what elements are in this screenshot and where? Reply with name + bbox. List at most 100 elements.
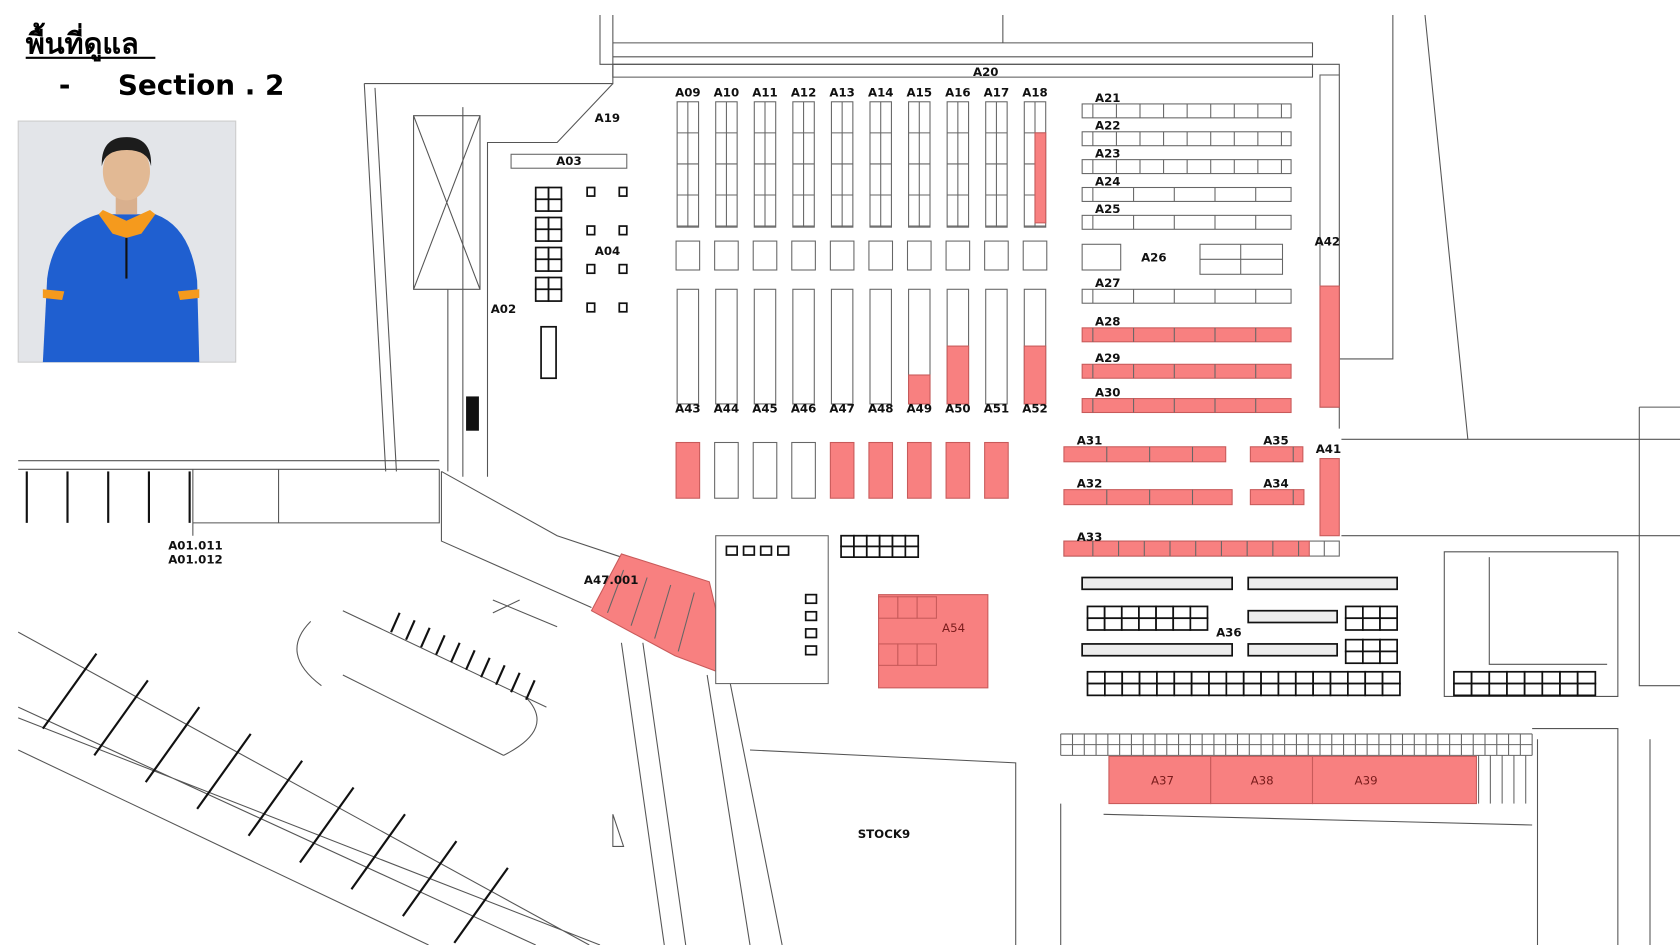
zone-label-a16: A16 [945, 85, 970, 99]
zone-label-a38: A38 [1251, 773, 1274, 787]
bike-stripe [450, 642, 461, 663]
a04-shelf [547, 198, 563, 212]
a36-shelf [1559, 682, 1579, 697]
zone-label-a01-011: A01.011 [168, 539, 223, 553]
aisle-end-box [714, 240, 739, 271]
rack-a27 [1081, 288, 1292, 304]
zone-label-a27: A27 [1095, 276, 1120, 290]
a36-shelf [1208, 670, 1228, 685]
a36-shelf [1225, 682, 1245, 697]
zone-label-a33: A33 [1077, 530, 1102, 544]
a54-cell [916, 596, 937, 619]
rack-a35 [1249, 446, 1304, 463]
zone-label-a46: A46 [791, 402, 816, 416]
a36-shelf [1576, 670, 1597, 685]
bike-stripe [465, 649, 476, 671]
a36-shelf [1381, 670, 1401, 685]
a54-cell [897, 596, 918, 619]
bike-stripe [480, 657, 491, 678]
storage-shelf [840, 545, 855, 558]
a36-shelf [1506, 670, 1526, 685]
a36-shelf [1138, 682, 1158, 697]
a04-shelf [547, 288, 563, 302]
a36-table [1247, 609, 1338, 624]
a36-shelf [1362, 650, 1381, 665]
parking-stripe [41, 652, 98, 730]
desk-chair [742, 545, 756, 556]
a36-shelf [1541, 670, 1561, 685]
zone-label-a47-001: A47.001 [584, 573, 639, 587]
a36-shelf [1173, 682, 1193, 697]
a36-shelf [1329, 670, 1349, 685]
a04-post [618, 225, 628, 236]
rack-a25 [1081, 214, 1292, 230]
aisle-end-box [984, 240, 1009, 271]
a36-shelf [1576, 682, 1597, 697]
a36-shelf [1121, 682, 1141, 697]
aisle-end-box [1022, 240, 1048, 271]
a36-shelf [1379, 617, 1398, 631]
a36-shelf [1362, 605, 1381, 620]
zone-label-a37: A37 [1151, 773, 1174, 787]
a36-shelf [1189, 617, 1209, 631]
rack-divider [677, 592, 695, 652]
desk-chair [759, 545, 773, 556]
a36-shelf [1362, 617, 1381, 631]
a36-shelf [1155, 605, 1175, 620]
zone-label-a01-012: A01.012 [168, 553, 223, 567]
a36-shelf [1329, 682, 1349, 697]
a04-post [618, 186, 628, 197]
a36-shelf [1294, 682, 1315, 697]
a04-shelf [547, 246, 563, 261]
zone-label-a03: A03 [556, 154, 581, 168]
front-bay [752, 441, 778, 499]
zone-label-a09: A09 [675, 85, 700, 99]
zone-label-a43: A43 [675, 402, 700, 416]
a04-post [586, 263, 596, 275]
zone-label-a04: A04 [595, 244, 620, 258]
a36-shelf [1347, 682, 1367, 697]
a36-shelf [1086, 670, 1106, 685]
a04-shelf [534, 228, 550, 242]
aisle-end-box [868, 240, 894, 271]
bike-stripe [495, 664, 506, 686]
front-bay [906, 441, 932, 499]
a36-shelf [1559, 670, 1579, 685]
front-bay [675, 441, 701, 499]
a36-shelf [1103, 617, 1123, 631]
rack-a29 [1081, 363, 1292, 379]
a36-shelf [1379, 650, 1398, 665]
a36-shelf [1523, 682, 1544, 697]
a36-table [1081, 643, 1233, 657]
rack-a43 [676, 288, 700, 405]
a04-shelf [534, 258, 550, 272]
highlight-a50 [946, 345, 970, 405]
zone-label-a42: A42 [1315, 234, 1340, 248]
zone-label-a35: A35 [1263, 434, 1288, 448]
a36-shelf [1364, 670, 1384, 685]
a36-shelf [1470, 682, 1491, 697]
a36-shelf [1379, 638, 1398, 653]
a36-shelf [1190, 682, 1210, 697]
zone-label-a44: A44 [714, 402, 739, 416]
a36-shelf [1453, 682, 1473, 697]
parking-stripe [299, 786, 355, 864]
a36-shelf [1225, 670, 1245, 685]
rack-divider [654, 584, 672, 639]
front-bay [945, 441, 971, 499]
zone-label-a17: A17 [984, 85, 1009, 99]
highlight-a52 [1023, 345, 1047, 405]
a04-shelf [534, 216, 550, 231]
rack-a28 [1081, 327, 1292, 343]
zone-label-a54: A54 [942, 621, 965, 635]
parking-stripe [401, 840, 458, 917]
a36-shelf [1208, 682, 1228, 697]
a36-shelf [1344, 650, 1364, 665]
desk-chair [725, 545, 738, 556]
highlight-a49 [908, 374, 931, 405]
storage-shelf [891, 545, 907, 558]
storage-shelf [865, 545, 881, 558]
staff-photo [17, 120, 237, 363]
desk-chair [804, 645, 818, 656]
